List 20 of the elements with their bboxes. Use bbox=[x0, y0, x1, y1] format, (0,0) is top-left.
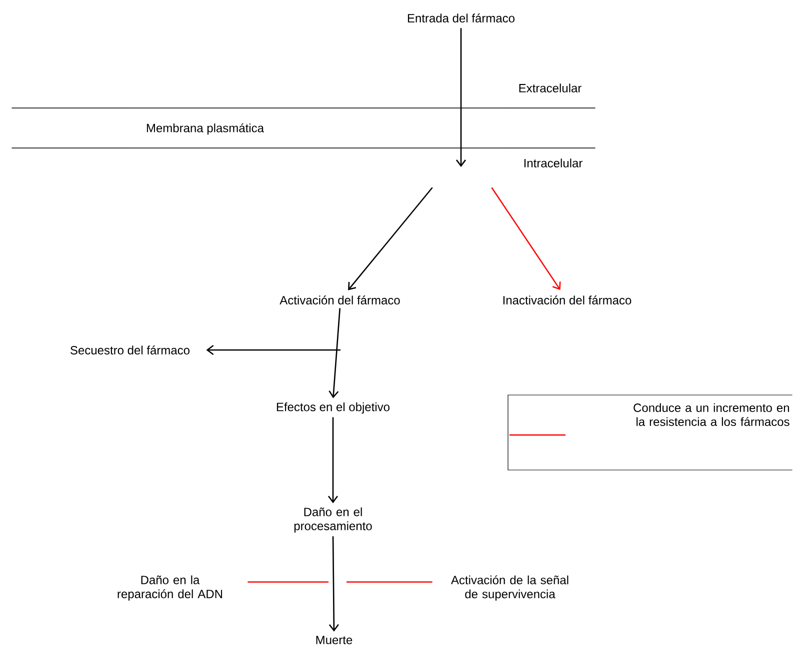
arrow bbox=[456, 28, 466, 167]
process-label: Inactivación del fármaco bbox=[503, 296, 632, 304]
process-label: Daño en el procesamiento bbox=[294, 507, 372, 533]
process-label: Daño en la reparación del ADN bbox=[118, 575, 222, 601]
legend-text: Conduce a un incremento en la resistencia a los fármacos bbox=[634, 403, 790, 426]
process-label: Muerte bbox=[316, 636, 352, 644]
arrow bbox=[328, 308, 340, 398]
arrow bbox=[491, 187, 561, 290]
region-label: Intracelular bbox=[524, 158, 582, 168]
region-label: Membrana plasmática bbox=[146, 123, 264, 135]
process-label: Entrada del fármaco bbox=[408, 14, 514, 22]
process-label: Efectos en el objetivo bbox=[276, 402, 390, 414]
process-label: Activación de la señal de supervivencia bbox=[450, 575, 568, 601]
arrow bbox=[348, 187, 433, 290]
region-label: Extracelular bbox=[519, 84, 582, 92]
arrow bbox=[328, 536, 339, 632]
process-label: Activación del fármaco bbox=[280, 296, 400, 304]
arrow bbox=[328, 417, 338, 504]
process-label: Secuestro del fármaco bbox=[70, 346, 190, 354]
arrow bbox=[206, 344, 341, 356]
